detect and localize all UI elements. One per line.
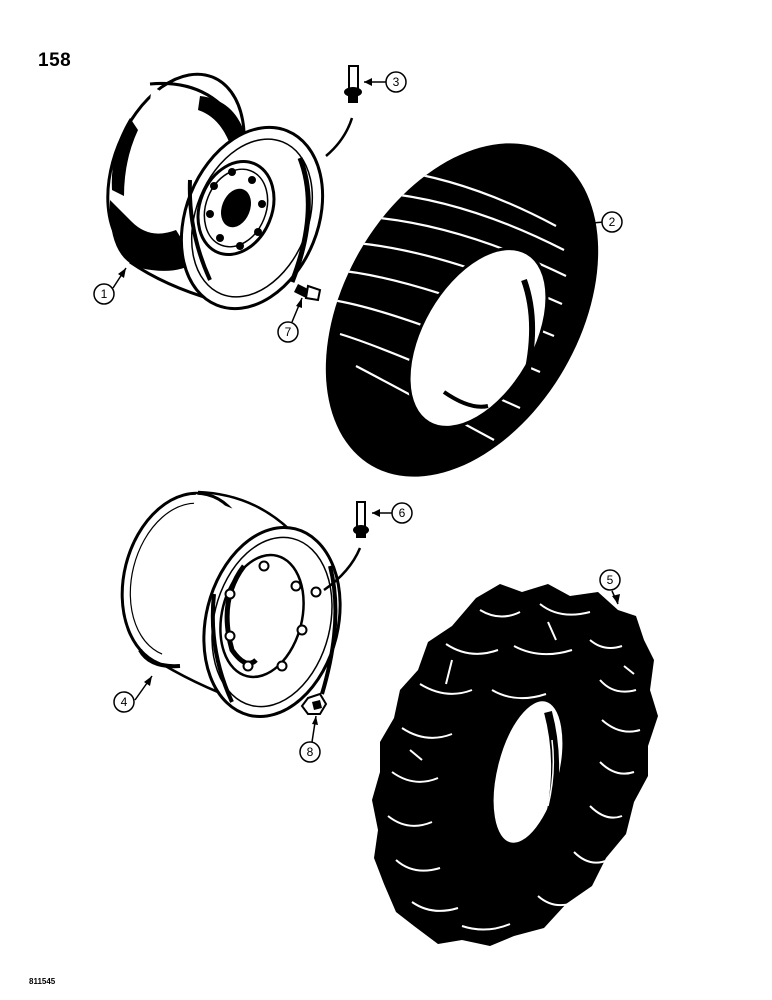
front-tire-rib-tread (325, 143, 599, 477)
callout-label: 2 (609, 215, 616, 229)
wheel-nut (300, 692, 328, 715)
callout-7: 7 (277, 321, 299, 343)
callout-6: 6 (391, 502, 413, 524)
front-wheel-rim (106, 72, 325, 311)
rear-tire-lug-tread (372, 584, 658, 946)
callout-label: 7 (285, 325, 292, 339)
callout-label: 8 (307, 745, 314, 759)
callout-label: 5 (607, 573, 614, 587)
callout-label: 1 (101, 287, 108, 301)
callout-8: 8 (299, 741, 321, 763)
callout-1: 1 (93, 283, 115, 305)
page-number: 158 (38, 50, 72, 71)
rear-wheel-rim (120, 490, 342, 719)
valve-stem-upper (325, 65, 362, 157)
figure-code: 811545 (29, 977, 56, 986)
callout-4: 4 (113, 691, 135, 713)
callout-2: 2 (601, 211, 623, 233)
callout-label: 4 (121, 695, 128, 709)
callout-label: 3 (393, 75, 400, 89)
callout-label: 6 (399, 506, 406, 520)
wheel-bolt (294, 284, 322, 302)
callout-3: 3 (385, 71, 407, 93)
valve-stem-lower (323, 501, 369, 592)
callout-5: 5 (599, 569, 621, 591)
leader-arrowheads (118, 78, 620, 725)
